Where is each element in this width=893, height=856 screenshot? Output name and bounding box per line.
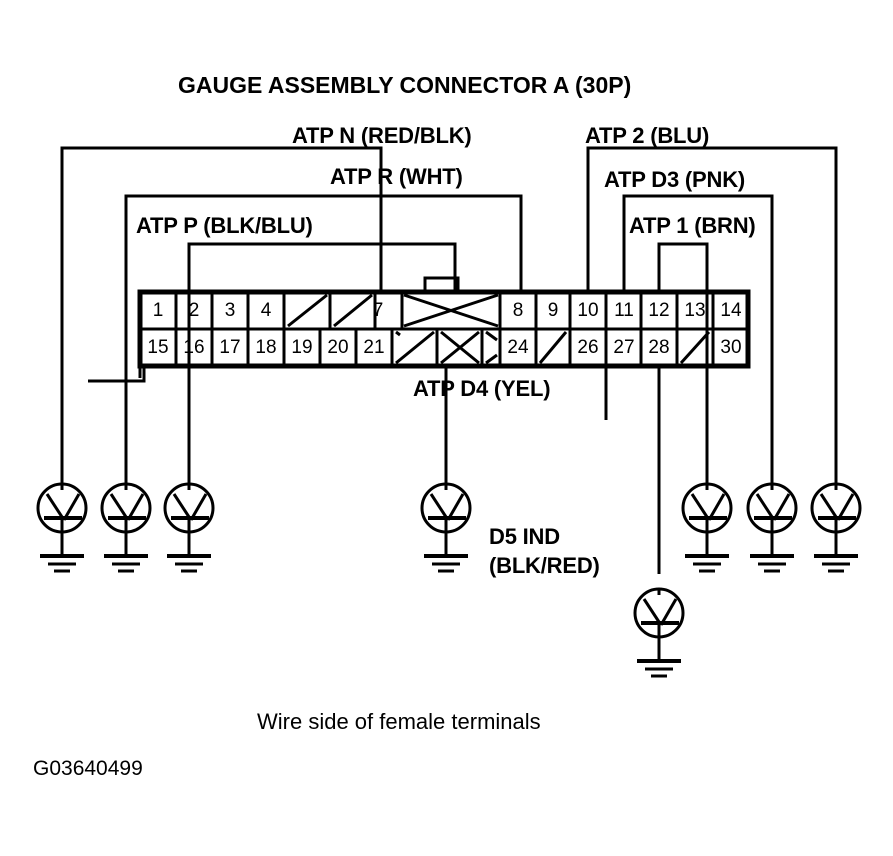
wire-atp-n	[60, 146, 383, 484]
keyway-x-2	[403, 293, 499, 328]
pin-label-11: 11	[614, 300, 634, 321]
pin-label-7: 7	[372, 300, 384, 321]
pin-label-13: 13	[684, 300, 706, 321]
wire-jog-pin1	[88, 366, 146, 383]
keyway-b-3	[440, 330, 480, 365]
pin-label-26: 26	[577, 337, 599, 358]
label-atp-1: ATP 1 (BRN)	[629, 213, 756, 238]
pin-label-27: 27	[613, 337, 635, 358]
pin-label-2: 2	[188, 300, 200, 321]
blank-cell-25	[538, 331, 568, 364]
ground-symbol-atp-d4	[420, 482, 472, 573]
image-code: G03640499	[33, 757, 143, 780]
pin-label-19: 19	[291, 337, 313, 358]
label-d5-ind: D5 IND (BLK/RED)	[489, 522, 600, 580]
ground-symbol-d5-ind	[633, 587, 685, 678]
pin-label-15: 15	[147, 337, 169, 358]
pin-label-24: 24	[507, 337, 529, 358]
connector-top-dividers	[174, 292, 715, 329]
wire-atp-2	[586, 146, 838, 484]
pin-label-12: 12	[648, 300, 670, 321]
label-atp-p: ATP P (BLK/BLU)	[136, 213, 313, 238]
keyway-b-5	[395, 330, 401, 337]
keyway-b-6	[485, 330, 498, 342]
blank-cell-29	[679, 330, 711, 365]
ground-symbol-atp-2	[810, 482, 862, 573]
pin-label-3: 3	[224, 300, 236, 321]
ground-symbol-atp-d3	[746, 482, 798, 573]
pin-label-17: 17	[219, 337, 241, 358]
page-title: GAUGE ASSEMBLY CONNECTOR A (30P)	[178, 72, 632, 98]
pin-label-8: 8	[512, 300, 524, 321]
pin-label-10: 10	[577, 300, 599, 321]
connector-locking-tab	[423, 276, 460, 292]
label-atp-n: ATP N (RED/BLK)	[292, 123, 472, 148]
pin-label-20: 20	[327, 337, 349, 358]
pin-label-18: 18	[255, 337, 277, 358]
connector-bottom-dividers	[174, 329, 715, 366]
label-atp-r: ATP R (WHT)	[330, 164, 463, 189]
blank-cell-6	[333, 293, 373, 328]
ground-symbol-atp-p-2	[100, 482, 152, 573]
pin-label-16: 16	[183, 337, 205, 358]
label-d5-ind-line2: (BLK/RED)	[489, 553, 600, 578]
label-atp-d4: ATP D4 (YEL)	[413, 376, 551, 401]
keyway-b-1	[395, 330, 435, 365]
pin-label-1: 1	[152, 300, 164, 321]
pin-label-9: 9	[547, 300, 559, 321]
footer-note: Wire side of female terminals	[257, 709, 541, 734]
pin-label-14: 14	[720, 300, 742, 321]
pin-label-30: 30	[720, 337, 742, 358]
pin-label-4: 4	[260, 300, 272, 321]
connector-blank-slashes	[287, 293, 711, 365]
blank-cell-5	[287, 293, 328, 328]
keyway-b-4	[485, 353, 498, 365]
pin-label-21: 21	[363, 337, 385, 358]
wire-atp-d3	[622, 194, 774, 484]
wire-atp-1	[657, 242, 709, 484]
label-d5-ind-line1: D5 IND	[489, 524, 560, 549]
ground-symbol-atp-p-3	[163, 482, 215, 573]
label-atp-d3: ATP D3 (PNK)	[604, 167, 746, 192]
pin-label-28: 28	[648, 337, 670, 358]
ground-symbol-atp-p-1	[36, 482, 88, 573]
label-atp-2: ATP 2 (BLU)	[585, 123, 710, 148]
ground-symbol-atp-1	[681, 482, 733, 573]
